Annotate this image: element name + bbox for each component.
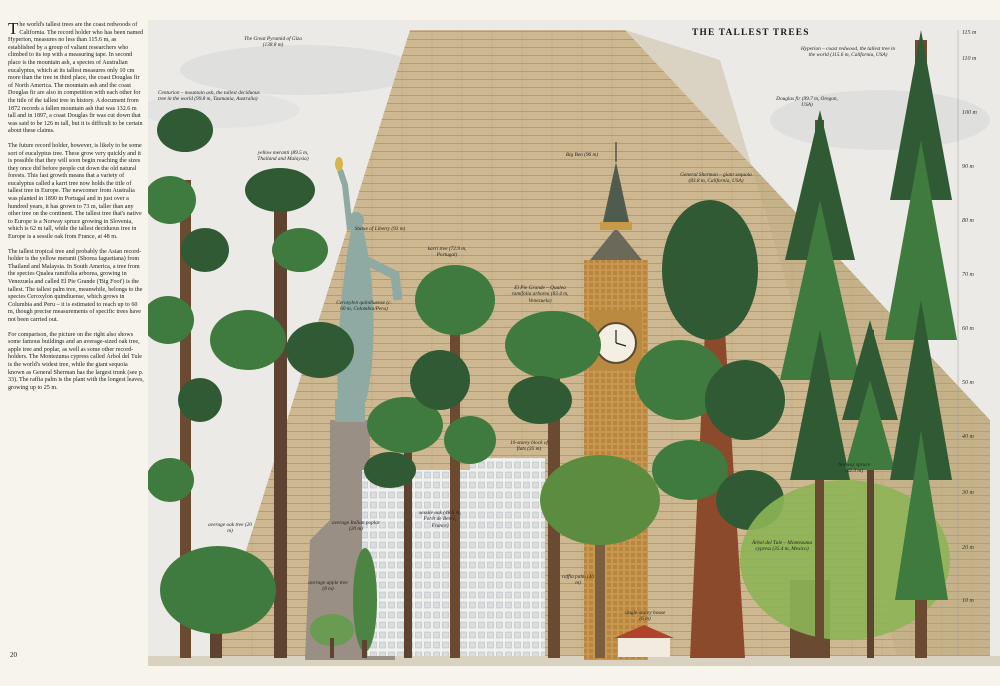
general-sherman-tree [635, 200, 785, 658]
label-block-of-flats: 10-storey block of flats (35 m) [509, 440, 549, 453]
karri-tree [410, 265, 496, 658]
scale-tick: 115 m [962, 30, 977, 36]
scale-tick: 110 m [962, 56, 977, 62]
label-poplar: average Italian poplar (20 m) [332, 520, 380, 533]
label-raffia: raffia palm (40 m) [561, 574, 595, 587]
scale-tick: 70 m [962, 272, 974, 278]
scale-tick: 20 m [962, 545, 974, 551]
label-sherman: General Sherman – giant sequoia (83.8 m,… [680, 172, 752, 185]
douglas-fir-tree [780, 110, 860, 658]
scale-tick: 90 m [962, 164, 974, 170]
yellow-meranti-tree [210, 168, 354, 658]
text-column: The world's tallest trees are the coast … [8, 19, 144, 662]
scale-tick: 60 m [962, 326, 974, 332]
scale-tick: 30 m [962, 490, 974, 496]
raffia-palm [540, 455, 660, 658]
label-apple: average apple tree (8 m) [308, 580, 348, 593]
paragraph-4: For comparison, the picture on the right… [8, 331, 144, 391]
label-centurion: Centurion – mountain ash, the tallest de… [158, 90, 260, 103]
paragraph-3: The tallest tropical tree and probably t… [8, 248, 143, 323]
average-oak-tree [160, 546, 276, 658]
tree-illustration [148, 20, 1000, 666]
scale-tick: 40 m [962, 434, 974, 440]
page-title: THE TALLEST TREES [692, 28, 810, 38]
page-number: 20 [10, 651, 17, 659]
cloud [180, 45, 420, 95]
label-pyramid: The Great Pyramid of Giza (138.8 m) [244, 36, 302, 49]
scale-tick: 50 m [962, 380, 974, 386]
label-karri: karri tree (72.9 m, Portugal) [427, 246, 467, 259]
label-house: single-storey house (6 m) [624, 610, 666, 623]
italian-poplar [353, 548, 377, 658]
label-oak: average oak tree (20 m) [208, 522, 252, 535]
hyperion-tree [885, 30, 957, 658]
label-meranti: yellow meranti (89.5 m, Thailand and Mal… [257, 150, 309, 163]
el-pie-grande-tree [505, 311, 601, 658]
label-liberty: Statue of Liberty (93 m) [354, 226, 406, 232]
average-apple-tree [310, 614, 354, 658]
label-douglas: Douglas fir (99.7 m, Oregon, USA) [776, 96, 838, 109]
norway-spruce-tree [842, 320, 898, 658]
ground [148, 656, 1000, 666]
block-of-flats [470, 458, 545, 656]
label-big-ben: Big Ben (96 m) [565, 152, 599, 158]
label-sessile-oak: sessile oak (48.6 m, Forêt de Bercé, Fra… [419, 510, 461, 529]
scale-tick: 100 m [962, 110, 977, 116]
paragraph-2: The future record holder, however, is li… [8, 142, 142, 241]
sessile-oak-tree [364, 397, 443, 658]
scale-tick: 10 m [962, 598, 974, 604]
paragraph-1: The world's tallest trees are the coast … [8, 19, 144, 135]
scale-tick: 80 m [962, 218, 974, 224]
label-ceroxylon: Ceroxylon quindiuense (c. 60 m, Colombia… [336, 300, 392, 313]
single-storey-house [614, 625, 674, 657]
label-spruce: Norway spruce (62.3 m) [837, 462, 871, 475]
label-pie-grande: El Pie Grande – Qualea ramifolia arborea… [511, 285, 569, 304]
label-tule: Árbol del Tule – Montezuma cypress (35.4… [751, 540, 813, 553]
centurion-tree [148, 108, 229, 658]
label-hyperion: Hyperion – coast redwood, the tallest tr… [800, 46, 896, 59]
